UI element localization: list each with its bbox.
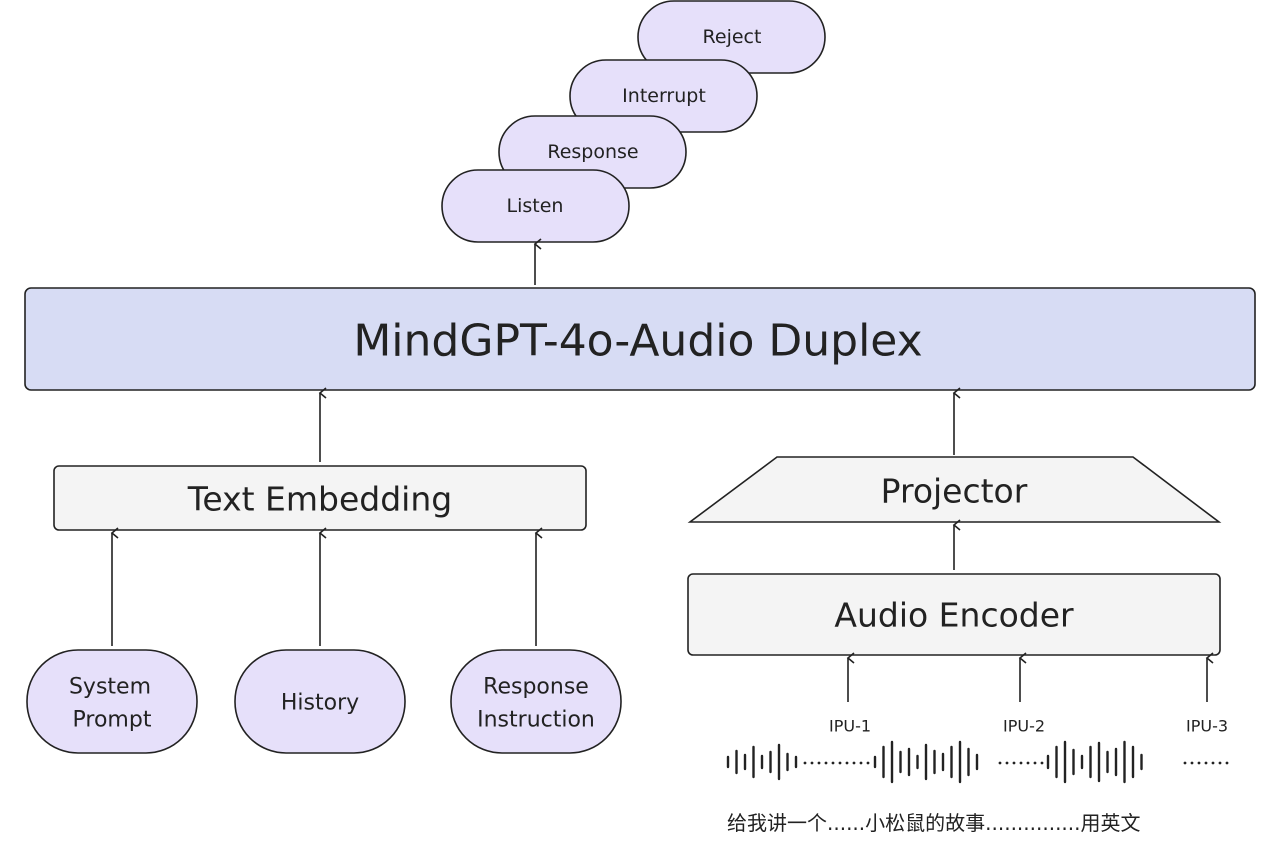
waveform-dot [845,761,849,765]
waveform-dot [852,761,856,765]
transcript-text: 给我讲一个......小松鼠的故事...............用英文 [727,811,1141,835]
model-title: MindGPT-4o-Audio Duplex [353,316,922,367]
waveform-dot [1204,761,1208,765]
output-reject-label: Reject [703,26,762,48]
waveform-dot [817,761,821,765]
waveform-dot [859,761,863,765]
input-response-instruction-pill: Response Instruction [450,649,622,754]
output-listen-label: Listen [507,195,564,217]
waveform-dot [1197,761,1201,765]
waveform-dot [1005,761,1009,765]
projector-block: Projector [687,456,1222,523]
waveform-dot [998,761,1002,765]
waveform-dot [1218,761,1222,765]
audio-waveform [726,740,1229,784]
projector-title: Projector [881,472,1028,511]
output-response-label: Response [547,141,638,163]
model-block: MindGPT-4o-Audio Duplex [24,287,1256,391]
waveform-dot [831,761,835,765]
waveform-dot [1019,761,1023,765]
history-label: History [281,691,359,716]
audio-encoder-title: Audio Encoder [834,596,1074,635]
waveform-dot [1026,761,1030,765]
waveform-dot [1033,761,1037,765]
response-instruction-label-line2: Instruction [477,708,595,733]
waveform-dot [810,761,814,765]
waveform-dot [1225,761,1229,765]
input-history-pill: History [234,649,406,754]
text-embedding-block: Text Embedding [53,465,587,531]
ipu-3-label: IPU-3 [1186,717,1228,736]
output-listen-pill: Listen [441,169,630,243]
response-instruction-label-line1: Response [483,675,589,700]
waveform-dot [1012,761,1016,765]
ipu-2-label: IPU-2 [1003,717,1045,736]
waveform-dot [866,761,870,765]
waveform-dot [1211,761,1215,765]
audio-encoder-block: Audio Encoder [687,573,1221,656]
output-response-pill: Response [498,115,687,189]
system-prompt-label-line1: System [69,675,151,700]
ipu-1-label: IPU-1 [829,717,871,736]
waveform-dot [803,761,807,765]
output-interrupt-pill: Interrupt [569,59,758,133]
waveform-dot [824,761,828,765]
output-reject-pill: Reject [637,0,826,74]
output-interrupt-label: Interrupt [622,85,706,107]
waveform-dot [1190,761,1194,765]
waveform-dot [1183,761,1187,765]
input-system-prompt-pill: System Prompt [26,649,198,754]
system-prompt-label-line2: Prompt [73,708,152,733]
text-embedding-title: Text Embedding [187,480,452,519]
waveform-dot [1040,761,1044,765]
waveform-dot [838,761,842,765]
